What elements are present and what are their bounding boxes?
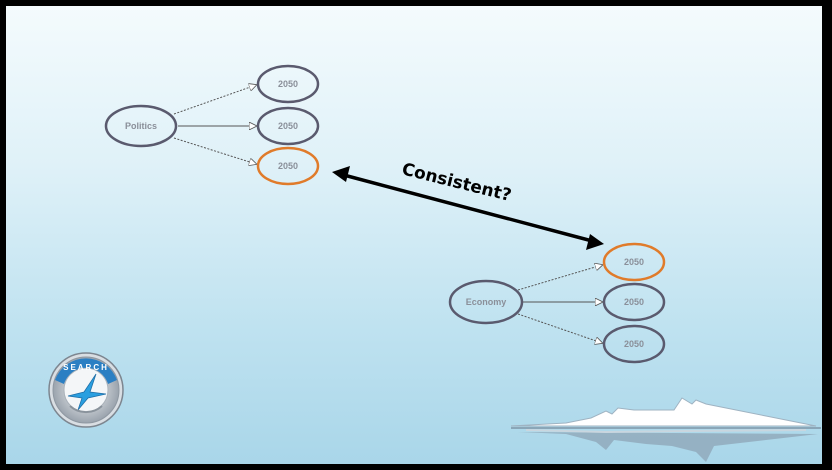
- left-target-label-2: 2050: [278, 121, 298, 131]
- left-target-node-1: 2050: [256, 64, 320, 104]
- right-target-label-2: 2050: [624, 297, 644, 307]
- iceberg-image: [510, 397, 821, 462]
- right-target-node-2: 2050: [602, 282, 666, 322]
- politics-label: Politics: [125, 121, 157, 131]
- right-target-label-1: 2050: [624, 257, 644, 267]
- consistent-label: Consistent?: [400, 159, 514, 206]
- left-target-node-2: 2050: [256, 106, 320, 146]
- right-target-label-3: 2050: [624, 339, 644, 349]
- edge-politics-1: [173, 85, 256, 115]
- diagram-canvas: Politics 2050 2050 2050 Consistent? Econ…: [48, 64, 821, 462]
- left-cluster: Politics 2050 2050 2050: [104, 64, 320, 186]
- right-target-node-1-highlighted: 2050: [602, 242, 666, 282]
- economy-label: Economy: [466, 297, 507, 307]
- right-target-node-3: 2050: [602, 324, 666, 364]
- search-logo-text: SEARCH: [63, 363, 109, 372]
- arrowhead-left: [332, 166, 350, 182]
- slide: Politics 2050 2050 2050 Consistent? Econ…: [4, 4, 824, 466]
- edge-politics-3: [173, 137, 256, 164]
- edge-economy-1: [517, 265, 602, 291]
- arrowhead-right: [586, 234, 604, 250]
- consistency-connector: Consistent?: [332, 159, 604, 250]
- search-logo: SEARCH: [48, 352, 124, 428]
- left-target-label-1: 2050: [278, 79, 298, 89]
- edge-economy-3: [517, 313, 602, 343]
- star-icon: [67, 373, 107, 411]
- economy-node: Economy: [448, 279, 524, 325]
- left-target-node-3-highlighted: 2050: [256, 146, 320, 186]
- right-cluster: Economy 2050 2050 2050: [448, 242, 666, 364]
- politics-node: Politics: [104, 104, 178, 148]
- left-target-label-3: 2050: [278, 161, 298, 171]
